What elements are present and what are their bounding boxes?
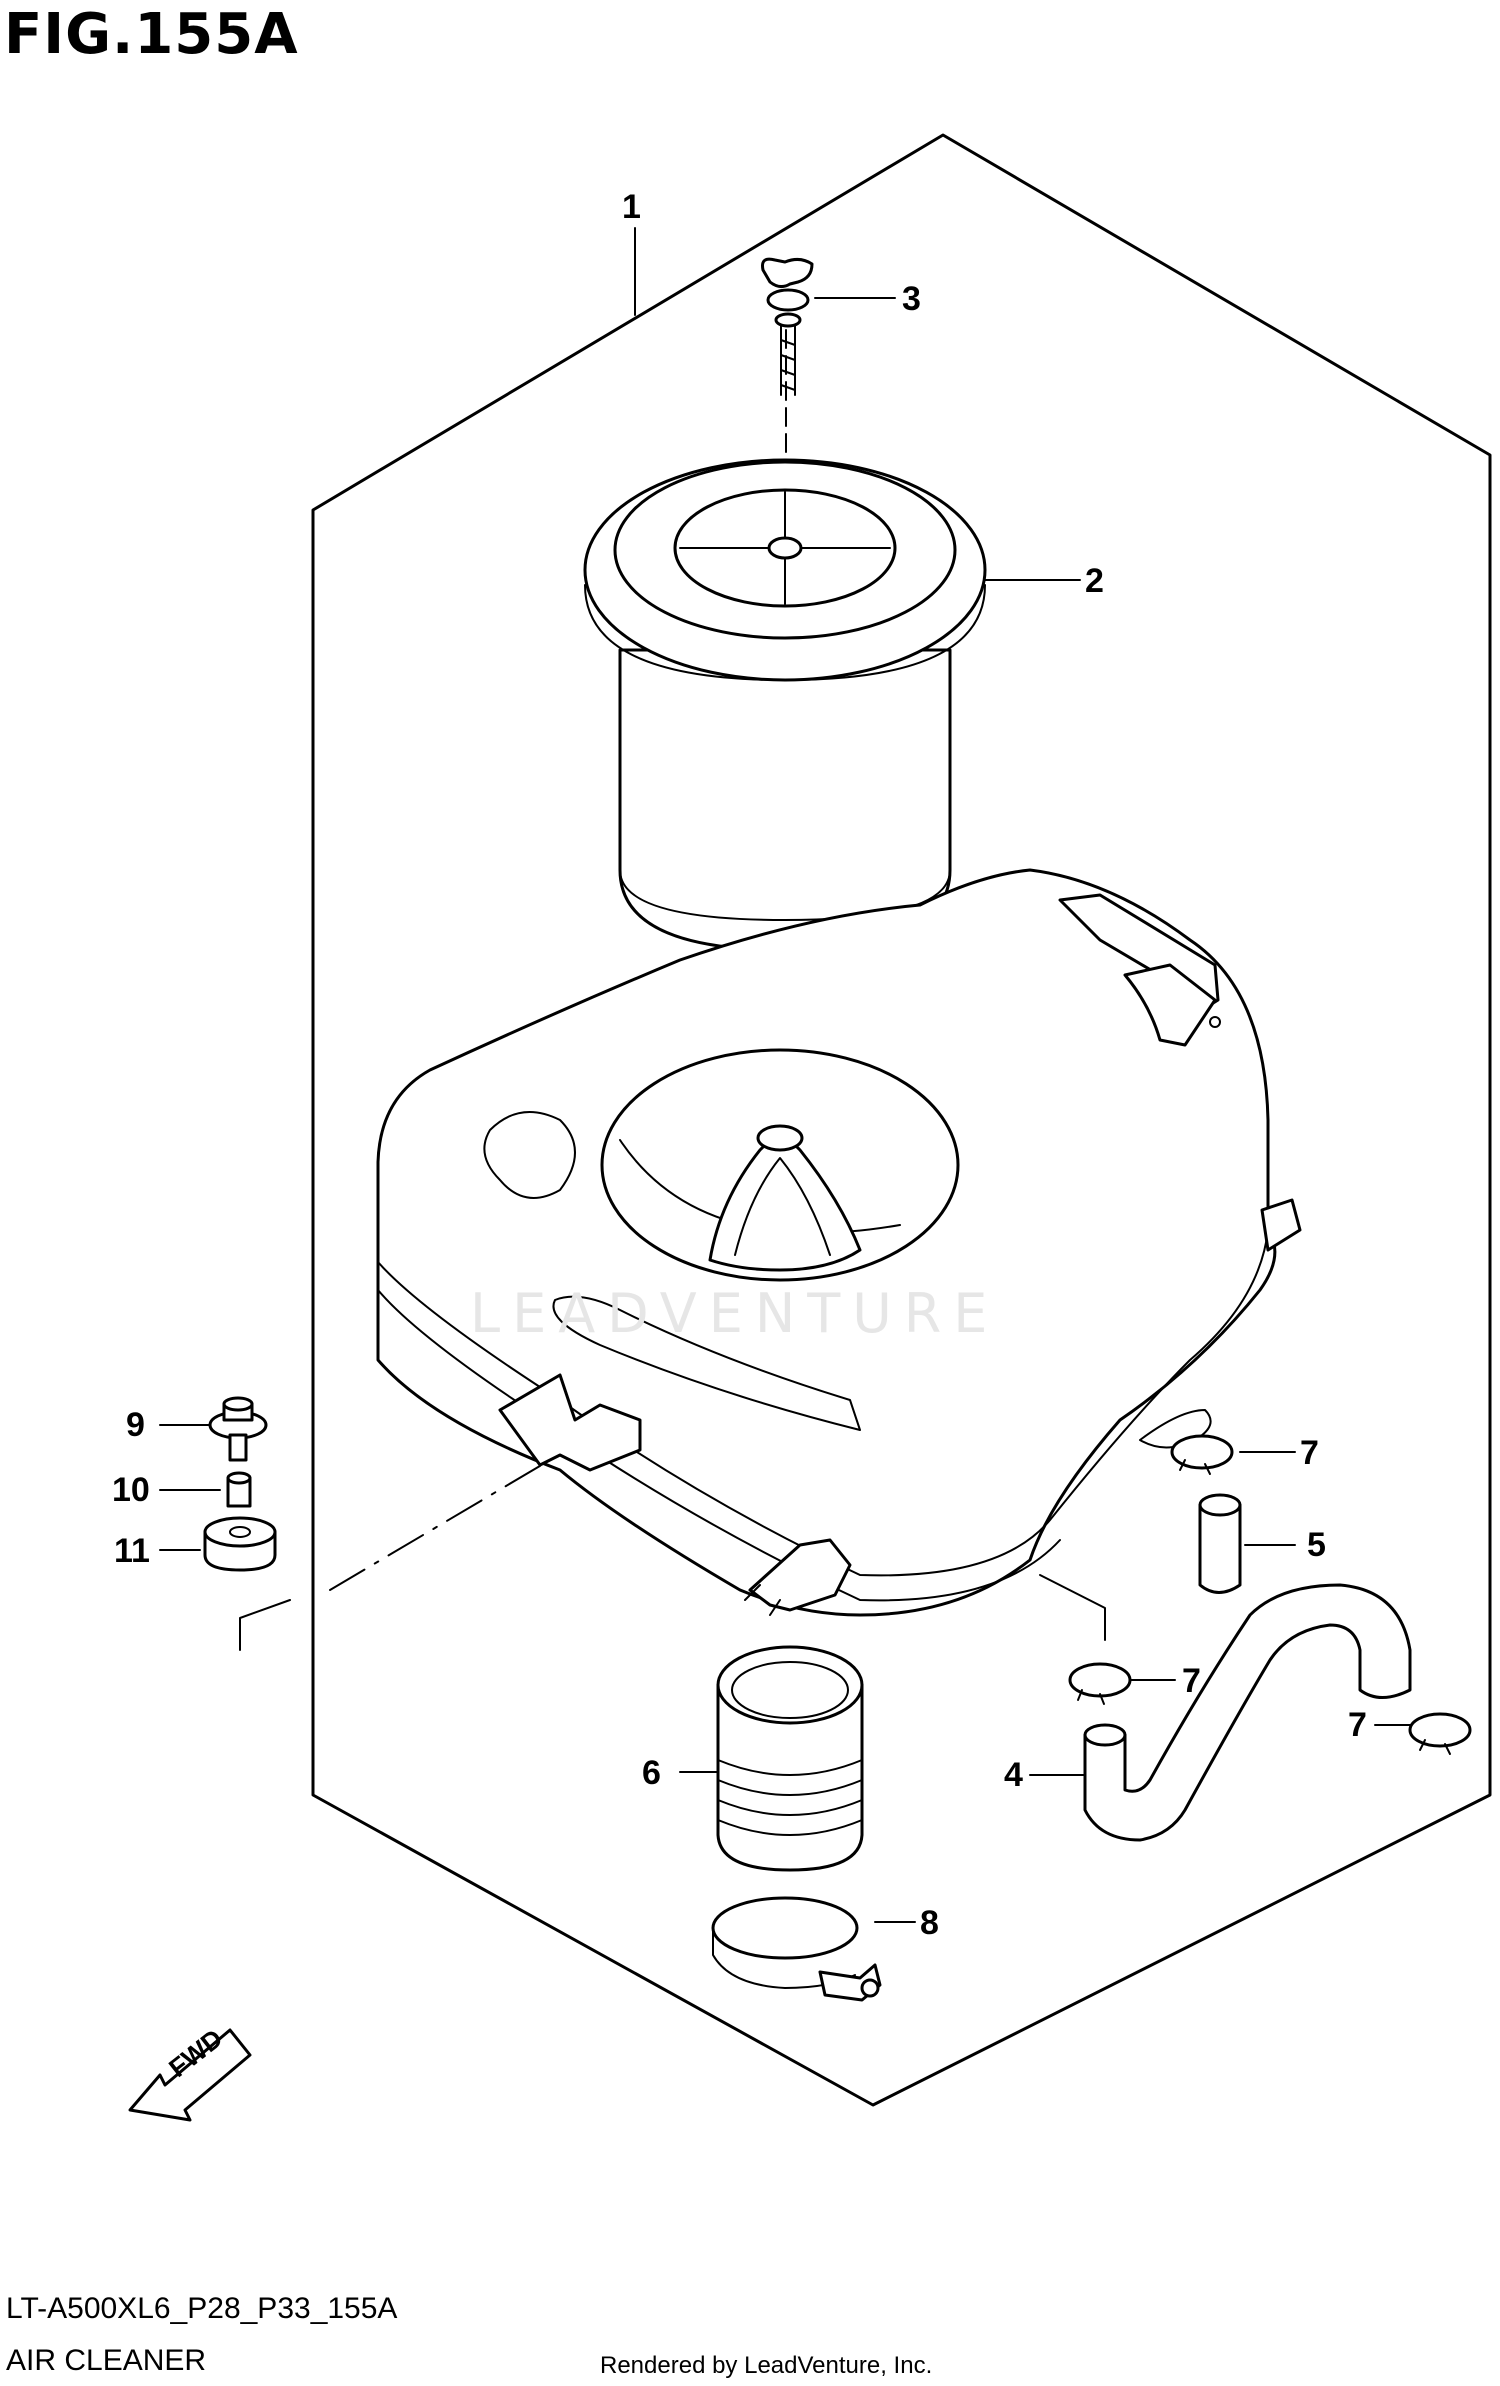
fwd-arrow-icon xyxy=(128,2028,252,2122)
figure-title: FIG.155A xyxy=(4,2,299,67)
bolt-9 xyxy=(208,1396,268,1462)
wing-bolt-3 xyxy=(761,257,814,396)
filter-element-2 xyxy=(583,458,987,952)
clamp-7c xyxy=(1408,1712,1472,1755)
callout-1: 1 xyxy=(622,188,641,226)
callout-3: 3 xyxy=(902,280,921,318)
leader-4-housing xyxy=(1039,1574,1106,1641)
callout-8: 8 xyxy=(920,1904,939,1942)
intake-boot-6 xyxy=(716,1645,864,1872)
watermark: LEADVENTURE xyxy=(470,1282,1000,1345)
collar-10 xyxy=(226,1471,252,1508)
air-box-housing-1 xyxy=(376,868,1302,1617)
callout-9: 9 xyxy=(126,1406,145,1444)
callout-7c: 7 xyxy=(1348,1706,1367,1744)
callout-11: 11 xyxy=(114,1532,150,1570)
hose-clamp-8 xyxy=(711,1896,882,2002)
callout-7a: 7 xyxy=(1300,1434,1319,1472)
model-code: LT-A500XL6_P28_P33_155A xyxy=(6,2292,398,2325)
leader-mount xyxy=(239,1599,291,1651)
hose-5 xyxy=(1198,1493,1242,1594)
callout-4: 4 xyxy=(1004,1756,1023,1794)
clamp-7b xyxy=(1068,1662,1132,1705)
rendered-by: Rendered by LeadVenture, Inc. xyxy=(600,2352,933,2379)
hose-4 xyxy=(1083,1583,1412,1842)
callout-7b: 7 xyxy=(1182,1662,1201,1700)
callout-5: 5 xyxy=(1307,1526,1326,1564)
diagram-name: AIR CLEANER xyxy=(6,2344,207,2377)
grommet-11 xyxy=(203,1516,277,1572)
clamp-7a xyxy=(1170,1434,1234,1475)
callout-6: 6 xyxy=(642,1754,661,1792)
leader-mount-dash xyxy=(329,1459,551,1591)
callout-10: 10 xyxy=(112,1471,150,1509)
assembly-boundary xyxy=(311,133,1492,2107)
callout-2: 2 xyxy=(1085,562,1104,600)
